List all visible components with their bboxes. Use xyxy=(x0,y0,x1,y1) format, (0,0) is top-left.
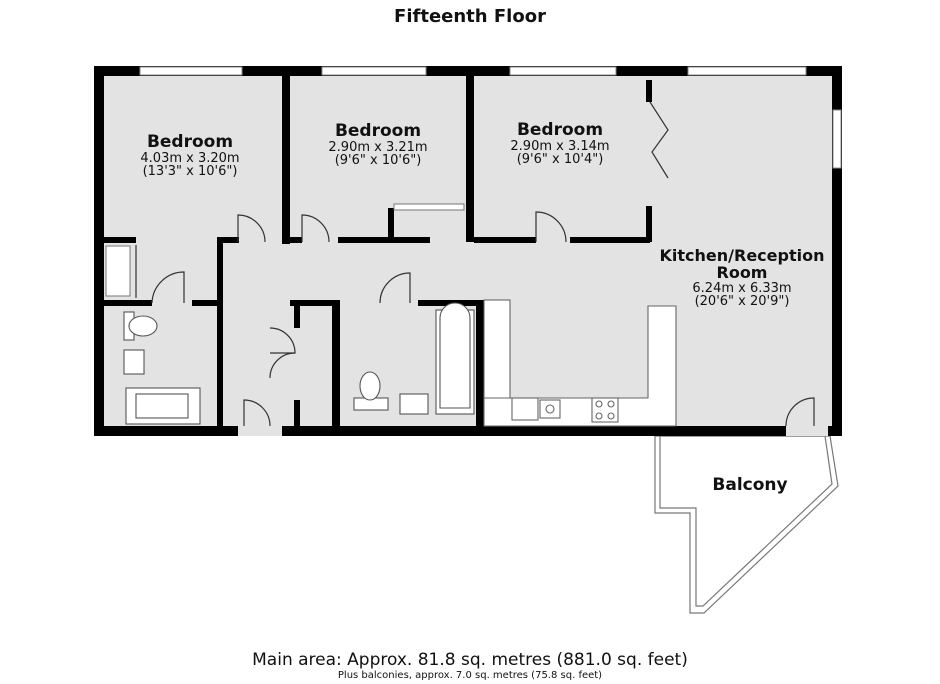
bedroom-3-imperial: (9'6" x 10'4") xyxy=(516,152,604,168)
kitchen-metric: 6.24m x 6.33m xyxy=(692,280,792,296)
bedroom-2-label: Bedroom 2.90m x 3.21m (9'6" x 10'6") xyxy=(308,121,448,169)
door-swings xyxy=(135,101,815,427)
kitchen-counters xyxy=(483,299,677,427)
main-area-text: Main area: Approx. 81.8 sq. metres (881.… xyxy=(252,650,688,670)
bedroom-2-imperial: (9'6" x 10'6") xyxy=(334,153,422,169)
bedroom-2-metric: 2.90m x 3.21m xyxy=(328,139,428,155)
wardrobe xyxy=(105,203,465,297)
windows xyxy=(139,66,842,169)
balcony-name: Balcony xyxy=(712,475,788,495)
bath-fixtures xyxy=(123,302,475,425)
bedroom-3-metric: 2.90m x 3.14m xyxy=(510,138,610,154)
bedroom-1-label: Bedroom 4.03m x 3.20m (13'3" x 10'6") xyxy=(120,132,260,180)
bedroom-2-name: Bedroom xyxy=(334,121,422,141)
floor-title: Fifteenth Floor xyxy=(394,6,546,27)
kitchen-imperial: (20'6" x 20'9") xyxy=(694,294,790,310)
bedroom-1-metric: 4.03m x 3.20m xyxy=(140,150,240,166)
outer-walls xyxy=(94,66,842,436)
kitchen-name-line2: Room xyxy=(716,262,768,282)
bedroom-3-label: Bedroom 2.90m x 3.14m (9'6" x 10'4") xyxy=(490,120,630,168)
bedroom-3-name: Bedroom xyxy=(516,120,604,140)
balconies-area-text: Plus balconies, approx. 7.0 sq. metres (… xyxy=(337,670,603,681)
balcony-outline xyxy=(654,435,839,614)
entrance-gaps xyxy=(238,426,828,436)
kitchen-label: Kitchen/Reception Room 6.24m x 6.33m (20… xyxy=(652,246,832,310)
balcony-label: Balcony xyxy=(690,475,810,495)
kitchen-name-line1: Kitchen/Reception xyxy=(659,246,825,265)
bedroom-1-imperial: (13'3" x 10'6") xyxy=(142,164,238,180)
bedroom-1-name: Bedroom xyxy=(146,132,234,152)
